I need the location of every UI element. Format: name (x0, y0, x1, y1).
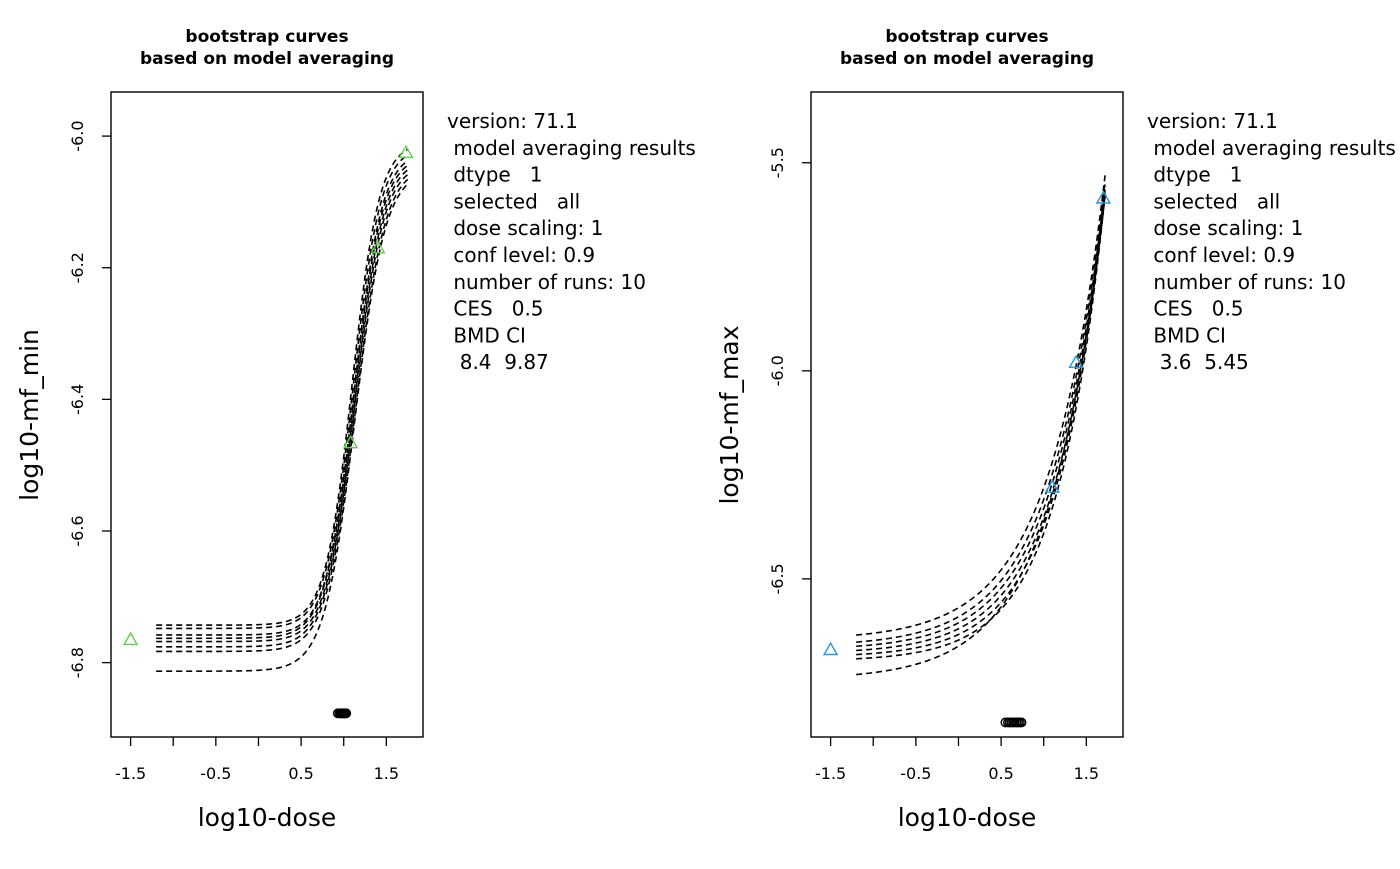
annotation-line: selected all (447, 189, 580, 213)
annotation-line: model averaging results (447, 136, 696, 160)
x-tick-label: -0.5 (200, 764, 231, 783)
bootstrap-curves (856, 175, 1106, 676)
x-axis-label: log10-dose (198, 803, 337, 832)
x-tick-label: 1.5 (374, 764, 399, 783)
y-tick-label: -6.0 (768, 355, 787, 386)
annotation-line: dose scaling: 1 (1147, 216, 1303, 240)
chart-title-line: based on model averaging (840, 49, 1094, 69)
x-axis-label: log10-dose (898, 803, 1037, 832)
data-point-triangle (1044, 479, 1060, 493)
chart-title-line: based on model averaging (140, 49, 394, 69)
data-point-triangle (1095, 190, 1112, 204)
bmd-circle-marker (1016, 717, 1027, 728)
bootstrap-curve (856, 181, 1106, 643)
y-tick-label: -6.5 (768, 563, 787, 594)
annotation-line: CES 0.5 (447, 297, 544, 321)
chart-title-line: bootstrap curves (185, 27, 348, 47)
bootstrap-curve (856, 195, 1106, 676)
annotation-line: version: 71.1 (1147, 109, 1278, 133)
bootstrap-curve (856, 193, 1106, 660)
y-tick-label: -6.0 (68, 120, 87, 151)
annotation-line: 3.6 5.45 (1147, 350, 1249, 374)
annotation-line: dtype 1 (447, 163, 543, 187)
y-axis-label: log10-mf_min (15, 329, 44, 501)
data-point-triangle (1068, 354, 1084, 369)
x-tick-label: 0.5 (988, 764, 1013, 783)
bmd-circle-marker (1000, 717, 1011, 728)
bootstrap-curve (156, 178, 409, 653)
bootstrap-curve (156, 164, 409, 640)
annotation-line: selected all (1147, 189, 1280, 213)
annotation-line: 8.4 9.87 (447, 350, 549, 374)
annotation-line: conf level: 0.9 (1147, 243, 1295, 267)
bootstrap-curve (156, 169, 409, 643)
annotation-line: model averaging results (1147, 136, 1396, 160)
bootstrap-curve (856, 189, 1106, 652)
data-point-triangle (398, 144, 414, 159)
y-axis-label: log10-mf_max (715, 325, 744, 504)
y-tick-label: -5.5 (768, 147, 787, 178)
x-tick-label: -0.5 (900, 764, 931, 783)
y-tick-label: -6.4 (68, 384, 87, 415)
x-tick-label: -1.5 (115, 764, 146, 783)
annotation-line: version: 71.1 (447, 109, 578, 133)
bootstrap-curves (156, 148, 409, 672)
y-tick-label: -6.6 (68, 515, 87, 546)
data-point-triangle (342, 434, 359, 449)
plot-box (810, 91, 1124, 738)
x-tick-label: 1.5 (1074, 764, 1099, 783)
x-tick-label: -1.5 (815, 764, 846, 783)
annotation-line: CES 0.5 (1147, 297, 1244, 321)
bootstrap-curve (156, 154, 409, 630)
bootstrap-curve (156, 160, 409, 636)
x-tick-label: 0.5 (288, 764, 313, 783)
annotation-line: number of runs: 10 (447, 270, 646, 294)
annotation-line: BMD CI (1147, 323, 1226, 347)
bmd-circle-marker (341, 708, 352, 719)
annotation-line: number of runs: 10 (1147, 270, 1346, 294)
bootstrap-curve (856, 175, 1106, 636)
data-point-triangle (370, 240, 386, 254)
bootstrap-curve (856, 185, 1106, 648)
plot-box (110, 91, 424, 738)
chart-title-line: bootstrap curves (885, 27, 1048, 47)
bootstrap-curve (156, 148, 409, 626)
y-tick-label: -6.8 (68, 647, 87, 678)
data-point-triangle (822, 641, 839, 656)
bootstrap-curve (156, 173, 409, 648)
bootstrap-curve (856, 191, 1106, 656)
data-point-triangle (122, 631, 139, 646)
annotation-line: BMD CI (447, 323, 526, 347)
annotation-line: dose scaling: 1 (447, 216, 603, 240)
annotation-line: conf level: 0.9 (447, 243, 595, 267)
annotation-line: dtype 1 (1147, 163, 1243, 187)
y-tick-label: -6.2 (68, 252, 87, 283)
bootstrap-curve (156, 183, 409, 672)
